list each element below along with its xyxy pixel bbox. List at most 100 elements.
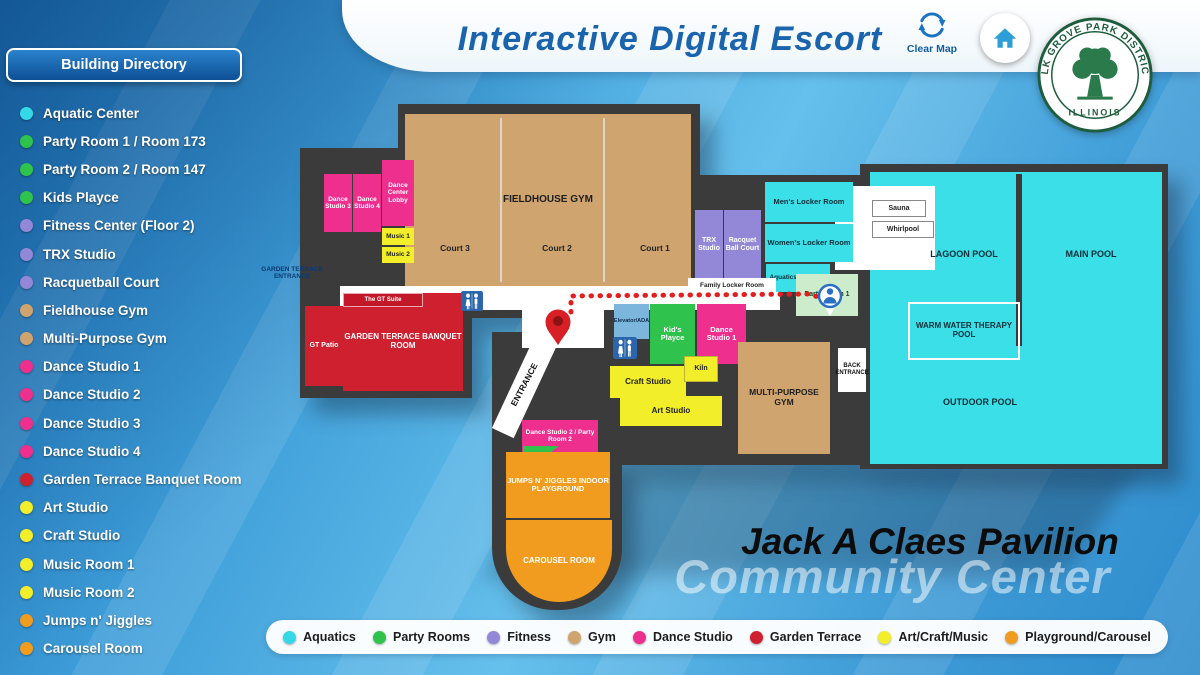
sidebar-item-label: Art Studio [43,500,109,516]
room-mens-locker-room: Men's Locker Room [765,182,853,222]
category-dot [20,473,33,487]
legend-label: Playground/Carousel [1025,630,1151,644]
sidebar-item-fieldhouse-gym[interactable]: Fieldhouse Gym [20,296,242,324]
sidebar-item-label: Music Room 2 [43,584,135,600]
sidebar-item-multi-purpose-gym[interactable]: Multi-Purpose Gym [20,325,242,353]
room-dance-center-lobby: Dance Center Lobby [382,160,414,226]
legend-dot [568,630,582,644]
category-dot [20,585,33,599]
building-title: Jack A Claes Pavilion [741,521,1119,562]
category-dot [20,416,33,430]
room-gt-suite: The GT Suite [343,293,423,307]
sidebar-item-label: Craft Studio [43,528,121,544]
sidebar-item-dance-studio-4[interactable]: Dance Studio 4 [20,437,242,465]
legend-item-party-rooms: Party Rooms [372,630,471,644]
sidebar-item-dance-studio-3[interactable]: Dance Studio 3 [20,409,242,437]
category-dot [20,191,33,205]
room-trx-studio: TRX Studio [695,210,723,280]
category-dot [20,642,33,656]
category-dot [20,275,33,289]
sidebar-item-label: Party Room 2 / Room 147 [43,161,206,177]
room-music-2: Music 2 [382,247,414,263]
sidebar-item-carousel-room[interactable]: Carousel Room [20,635,242,663]
clear-map-label: Clear Map [906,43,958,55]
sidebar-item-label: Party Room 1 / Room 173 [43,133,206,149]
category-dot [20,162,33,176]
room-racquetball-court: Racquet Ball Court [724,210,761,280]
legend-item-art-craft-music: Art/Craft/Music [878,630,988,644]
legend-label: Dance Studio [652,630,733,644]
sidebar-item-label: Carousel Room [43,641,143,657]
room-womens-locker-room: Women's Locker Room [765,224,853,262]
category-dot [20,388,33,402]
legend-dot [283,630,297,644]
room-court-2: Court 2 [542,243,572,254]
legend-dot [749,630,763,644]
room-craft-studio: Craft Studio [610,366,686,398]
legend-item-garden-terrace: Garden Terrace [749,630,861,644]
restroom-icon [460,290,484,312]
room-court-3: Court 3 [440,243,470,254]
logo-bottom-text: ILLINOIS [1068,107,1121,117]
app-title: Interactive Digital Escort [457,20,883,58]
sidebar-item-label: TRX Studio [43,246,116,262]
sidebar-item-party-room-1-room-173[interactable]: Party Room 1 / Room 173 [20,127,242,155]
legend-label: Art/Craft/Music [898,630,989,644]
sidebar-item-music-room-2[interactable]: Music Room 2 [20,578,242,606]
category-dot [20,444,33,458]
clear-map-button[interactable]: Clear Map [898,8,966,66]
legend-dot [878,630,892,644]
room-carousel-room: CAROUSEL ROOM [506,520,612,602]
category-dot [20,332,33,346]
sidebar-item-aquatic-center[interactable]: Aquatic Center [20,99,242,127]
sidebar-item-label: Kids Playce [43,190,119,206]
room-court-divider-a [500,118,502,282]
sidebar-item-jumps-n-jiggles[interactable]: Jumps n' Jiggles [20,606,242,634]
home-button[interactable] [980,13,1030,63]
room-music-1: Music 1 [382,228,414,245]
sidebar-item-label: Dance Studio 2 [43,387,141,403]
sidebar-item-label: Racquetball Court [43,274,160,290]
room-warm-water-therapy-pool: WARM WATER THERAPY POOL [908,302,1020,360]
category-dot [20,529,33,543]
category-dot [20,106,33,120]
sidebar-item-dance-studio-2[interactable]: Dance Studio 2 [20,381,242,409]
legend-label: Fitness [507,630,551,644]
legend-item-playground-carousel: Playground/Carousel [1005,630,1151,644]
sidebar-item-label: Fieldhouse Gym [43,302,149,318]
sidebar-item-label: Music Room 1 [43,556,135,572]
room-kids-playce: Kid's Playce [650,304,695,364]
sidebar-item-fitness-center-floor-2[interactable]: Fitness Center (Floor 2) [20,212,242,240]
sidebar-item-trx-studio[interactable]: TRX Studio [20,240,242,268]
room-lagoon-pool: LAGOON POOL [930,248,998,259]
sidebar-item-label: Multi-Purpose Gym [43,331,167,347]
sidebar-item-art-studio[interactable]: Art Studio [20,494,242,522]
room-outdoor-pool: OUTDOOR POOL [943,396,1017,407]
sidebar-item-craft-studio[interactable]: Craft Studio [20,522,242,550]
building-directory-header[interactable]: Building Directory [6,48,242,82]
sidebar-item-label: Aquatic Center [43,105,140,121]
legend-item-dance-studio: Dance Studio [632,630,733,644]
sidebar-item-garden-terrace-banquet-room[interactable]: Garden Terrace Banquet Room [20,465,242,493]
sidebar-item-label: Dance Studio 3 [43,415,141,431]
sidebar-item-party-room-2-room-147[interactable]: Party Room 2 / Room 147 [20,155,242,183]
room-kiln: Kiln [684,356,718,382]
room-jumps-n-jiggles: JUMPS N' JIGGLES INDOOR PLAYGROUND [506,452,610,518]
legend-label: Gym [588,630,616,644]
legend-label: Party Rooms [392,630,471,644]
category-dot [20,557,33,571]
category-dot [20,613,33,627]
sidebar-item-dance-studio-1[interactable]: Dance Studio 1 [20,353,242,381]
home-icon [993,28,1017,48]
sidebar-item-label: Jumps n' Jiggles [43,612,152,628]
sidebar-item-kids-playce[interactable]: Kids Playce [20,184,242,212]
legend-label: Aquatics [303,630,356,644]
room-garden-terrace-entrance: GARDEN TERRACE ENTRANCE [261,265,323,280]
room-main-pool: MAIN POOL [1065,248,1117,259]
sidebar-item-music-room-1[interactable]: Music Room 1 [20,550,242,578]
category-dot [20,219,33,233]
room-gt-patio: GT Patio [305,306,343,386]
sidebar-item-racquetball-court[interactable]: Racquetball Court [20,268,242,296]
